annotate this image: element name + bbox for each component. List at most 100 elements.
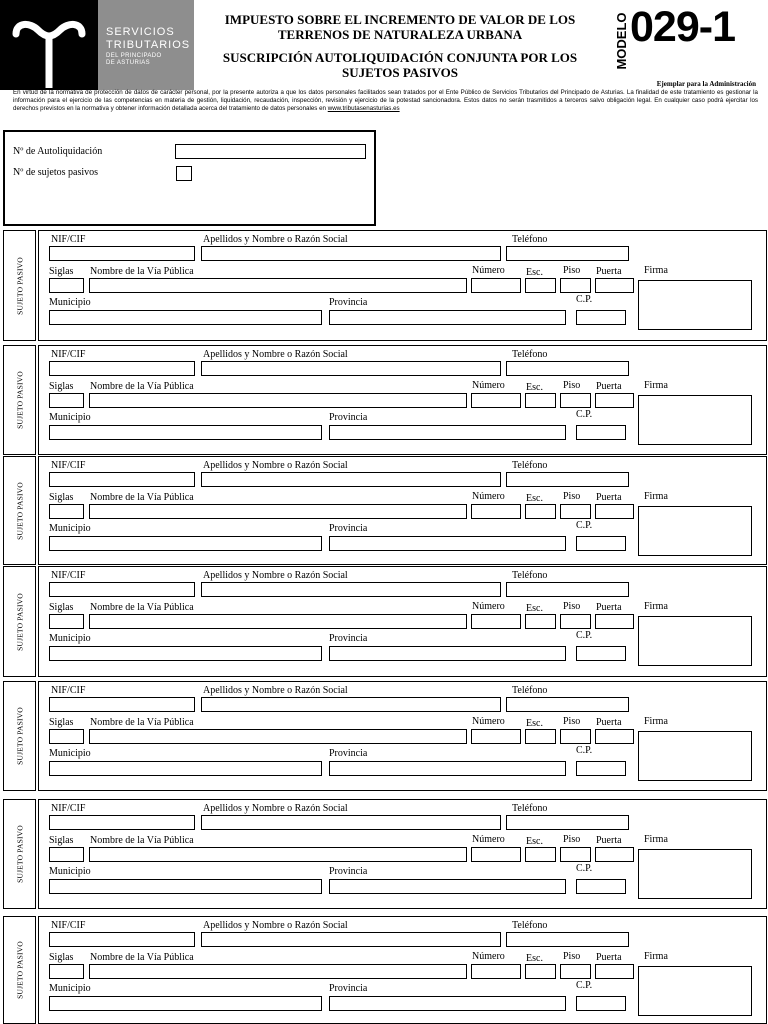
cp-field[interactable]	[576, 310, 626, 325]
numero-field[interactable]	[471, 614, 521, 629]
apellidos-field[interactable]	[201, 246, 501, 261]
numero-field[interactable]	[471, 847, 521, 862]
firma-box[interactable]	[638, 395, 752, 445]
municipio-field[interactable]	[49, 425, 322, 440]
cp-field[interactable]	[576, 646, 626, 661]
numero-label: Número	[472, 834, 505, 845]
via-field[interactable]	[89, 393, 467, 408]
piso-label: Piso	[563, 601, 581, 612]
esc-field[interactable]	[525, 393, 556, 408]
piso-field[interactable]	[560, 278, 591, 293]
puerta-field[interactable]	[595, 964, 634, 979]
piso-field[interactable]	[560, 964, 591, 979]
provincia-field[interactable]	[329, 536, 566, 551]
siglas-field[interactable]	[49, 964, 84, 979]
provincia-field[interactable]	[329, 425, 566, 440]
piso-field[interactable]	[560, 504, 591, 519]
firma-box[interactable]	[638, 280, 752, 330]
siglas-field[interactable]	[49, 504, 84, 519]
telefono-field[interactable]	[506, 472, 629, 487]
cp-field[interactable]	[576, 996, 626, 1011]
puerta-field[interactable]	[595, 504, 634, 519]
provincia-field[interactable]	[329, 646, 566, 661]
cp-field[interactable]	[576, 425, 626, 440]
nif-field[interactable]	[49, 246, 195, 261]
provincia-field[interactable]	[329, 761, 566, 776]
municipio-field[interactable]	[49, 646, 322, 661]
numero-field[interactable]	[471, 393, 521, 408]
municipio-field[interactable]	[49, 310, 322, 325]
piso-field[interactable]	[560, 729, 591, 744]
provincia-field[interactable]	[329, 996, 566, 1011]
sujetos-count-field[interactable]	[176, 166, 192, 181]
telefono-field[interactable]	[506, 582, 629, 597]
via-field[interactable]	[89, 729, 467, 744]
telefono-field[interactable]	[506, 815, 629, 830]
provincia-label: Provincia	[329, 633, 368, 644]
nif-field[interactable]	[49, 582, 195, 597]
firma-box[interactable]	[638, 966, 752, 1016]
municipio-field[interactable]	[49, 879, 322, 894]
firma-box[interactable]	[638, 616, 752, 666]
esc-field[interactable]	[525, 964, 556, 979]
provincia-field[interactable]	[329, 879, 566, 894]
firma-box[interactable]	[638, 731, 752, 781]
municipio-field[interactable]	[49, 761, 322, 776]
municipio-field[interactable]	[49, 536, 322, 551]
nif-field[interactable]	[49, 472, 195, 487]
apellidos-field[interactable]	[201, 472, 501, 487]
via-field[interactable]	[89, 964, 467, 979]
apellidos-field[interactable]	[201, 932, 501, 947]
apellidos-field[interactable]	[201, 361, 501, 376]
cp-field[interactable]	[576, 879, 626, 894]
nif-field[interactable]	[49, 697, 195, 712]
cp-field[interactable]	[576, 536, 626, 551]
firma-box[interactable]	[638, 506, 752, 556]
puerta-field[interactable]	[595, 393, 634, 408]
apellidos-field[interactable]	[201, 582, 501, 597]
esc-field[interactable]	[525, 278, 556, 293]
privacy-text: En virtud de la normativa de protección …	[13, 89, 758, 112]
siglas-field[interactable]	[49, 393, 84, 408]
piso-field[interactable]	[560, 614, 591, 629]
numero-field[interactable]	[471, 278, 521, 293]
puerta-field[interactable]	[595, 614, 634, 629]
nif-field[interactable]	[49, 932, 195, 947]
esc-field[interactable]	[525, 847, 556, 862]
via-field[interactable]	[89, 847, 467, 862]
firma-box[interactable]	[638, 849, 752, 899]
siglas-field[interactable]	[49, 729, 84, 744]
esc-field[interactable]	[525, 729, 556, 744]
apellidos-field[interactable]	[201, 697, 501, 712]
telefono-field[interactable]	[506, 932, 629, 947]
nif-field[interactable]	[49, 815, 195, 830]
via-field[interactable]	[89, 614, 467, 629]
telefono-field[interactable]	[506, 697, 629, 712]
numero-label: Número	[472, 380, 505, 391]
telefono-field[interactable]	[506, 246, 629, 261]
puerta-field[interactable]	[595, 278, 634, 293]
via-field[interactable]	[89, 278, 467, 293]
municipio-field[interactable]	[49, 996, 322, 1011]
cp-field[interactable]	[576, 761, 626, 776]
siglas-field[interactable]	[49, 278, 84, 293]
cp-label: C.P.	[576, 520, 593, 531]
piso-field[interactable]	[560, 393, 591, 408]
provincia-field[interactable]	[329, 310, 566, 325]
nif-field[interactable]	[49, 361, 195, 376]
numero-field[interactable]	[471, 964, 521, 979]
apellidos-field[interactable]	[201, 815, 501, 830]
via-field[interactable]	[89, 504, 467, 519]
siglas-field[interactable]	[49, 847, 84, 862]
esc-field[interactable]	[525, 504, 556, 519]
numero-field[interactable]	[471, 504, 521, 519]
numero-field[interactable]	[471, 729, 521, 744]
piso-field[interactable]	[560, 847, 591, 862]
puerta-field[interactable]	[595, 729, 634, 744]
esc-field[interactable]	[525, 614, 556, 629]
siglas-field[interactable]	[49, 614, 84, 629]
puerta-field[interactable]	[595, 847, 634, 862]
telefono-field[interactable]	[506, 361, 629, 376]
privacy-link[interactable]: www.tributasenasturias.es	[327, 104, 400, 112]
autoliquidacion-field[interactable]	[175, 144, 366, 159]
